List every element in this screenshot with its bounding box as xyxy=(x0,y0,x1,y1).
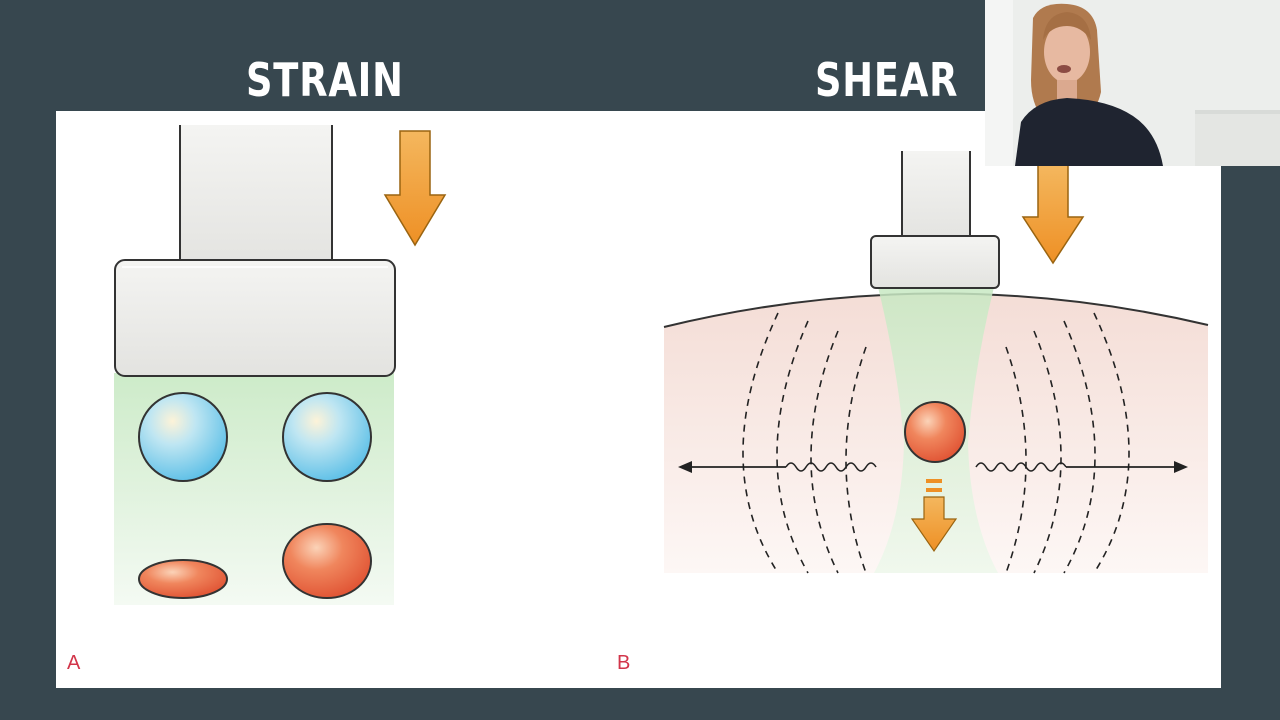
strain-title: STRAIN xyxy=(246,53,404,107)
panel-a-label: A xyxy=(67,652,81,674)
shear-panel xyxy=(663,151,1209,574)
figure-illustration xyxy=(114,125,1209,605)
shear-title: SHEAR xyxy=(815,53,959,107)
shear-inclusion xyxy=(904,401,966,463)
soft-inclusion-left xyxy=(138,392,228,482)
strain-probe-head xyxy=(114,259,396,377)
shear-wavefronts xyxy=(742,312,1130,574)
shear-wave-arrows xyxy=(678,461,1188,473)
stiff-inclusion xyxy=(282,523,372,599)
shear-probe-handle xyxy=(901,151,971,244)
strain-probe-handle xyxy=(179,125,333,272)
compression-arrow xyxy=(383,130,447,247)
shear-compression-arrow xyxy=(1021,164,1085,265)
elastography-figure: A B xyxy=(56,111,1221,688)
strain-panel xyxy=(114,125,447,605)
push-arrow xyxy=(910,479,958,553)
presenter-webcam xyxy=(985,0,1280,166)
soft-inclusion-right xyxy=(282,392,372,482)
compressed-inclusion xyxy=(138,559,228,599)
presenter-video-icon xyxy=(985,0,1280,166)
panel-b-label: B xyxy=(617,652,631,674)
shear-probe-head xyxy=(870,235,1000,289)
